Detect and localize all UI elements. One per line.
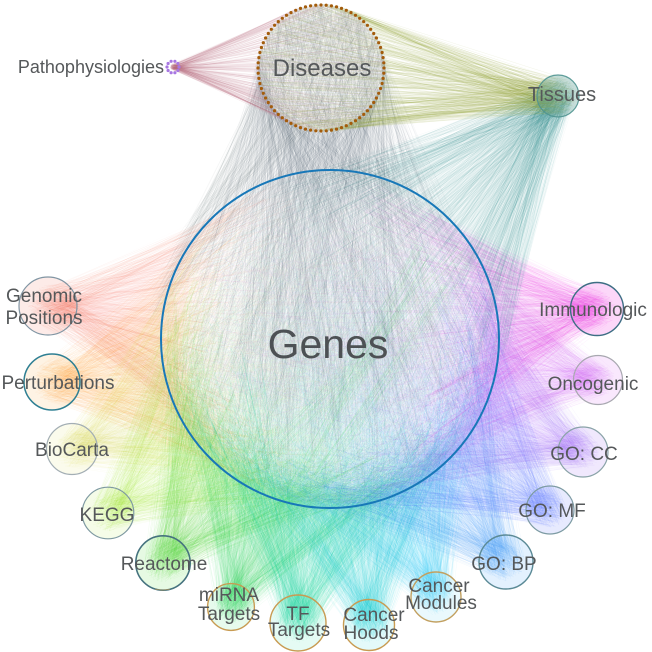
svg-text:TF: TF [286, 604, 309, 625]
svg-text:Immunologic: Immunologic [539, 300, 647, 321]
svg-text:Modules: Modules [405, 593, 477, 614]
svg-text:GO: MF: GO: MF [518, 501, 586, 522]
svg-text:Targets: Targets [268, 620, 330, 641]
svg-text:Oncogenic: Oncogenic [548, 374, 639, 395]
svg-text:Pathophysiologies: Pathophysiologies [18, 57, 164, 77]
svg-text:Cancer: Cancer [343, 605, 405, 626]
svg-text:GO: CC: GO: CC [550, 444, 618, 465]
svg-text:Positions: Positions [5, 308, 82, 329]
svg-text:KEGG: KEGG [80, 505, 135, 526]
svg-text:BioCarta: BioCarta [35, 440, 109, 461]
svg-text:Cancer: Cancer [408, 576, 470, 597]
svg-text:Reactome: Reactome [121, 554, 208, 575]
svg-text:Genes: Genes [268, 321, 389, 367]
svg-text:GO: BP: GO: BP [471, 554, 536, 575]
svg-text:Tissues: Tissues [528, 84, 596, 106]
svg-text:Perturbations: Perturbations [1, 373, 114, 394]
svg-text:Diseases: Diseases [273, 55, 372, 82]
svg-text:Genomic: Genomic [6, 286, 82, 307]
svg-text:miRNA: miRNA [199, 585, 259, 606]
svg-text:Hoods: Hoods [344, 623, 399, 644]
svg-text:Targets: Targets [198, 604, 260, 625]
